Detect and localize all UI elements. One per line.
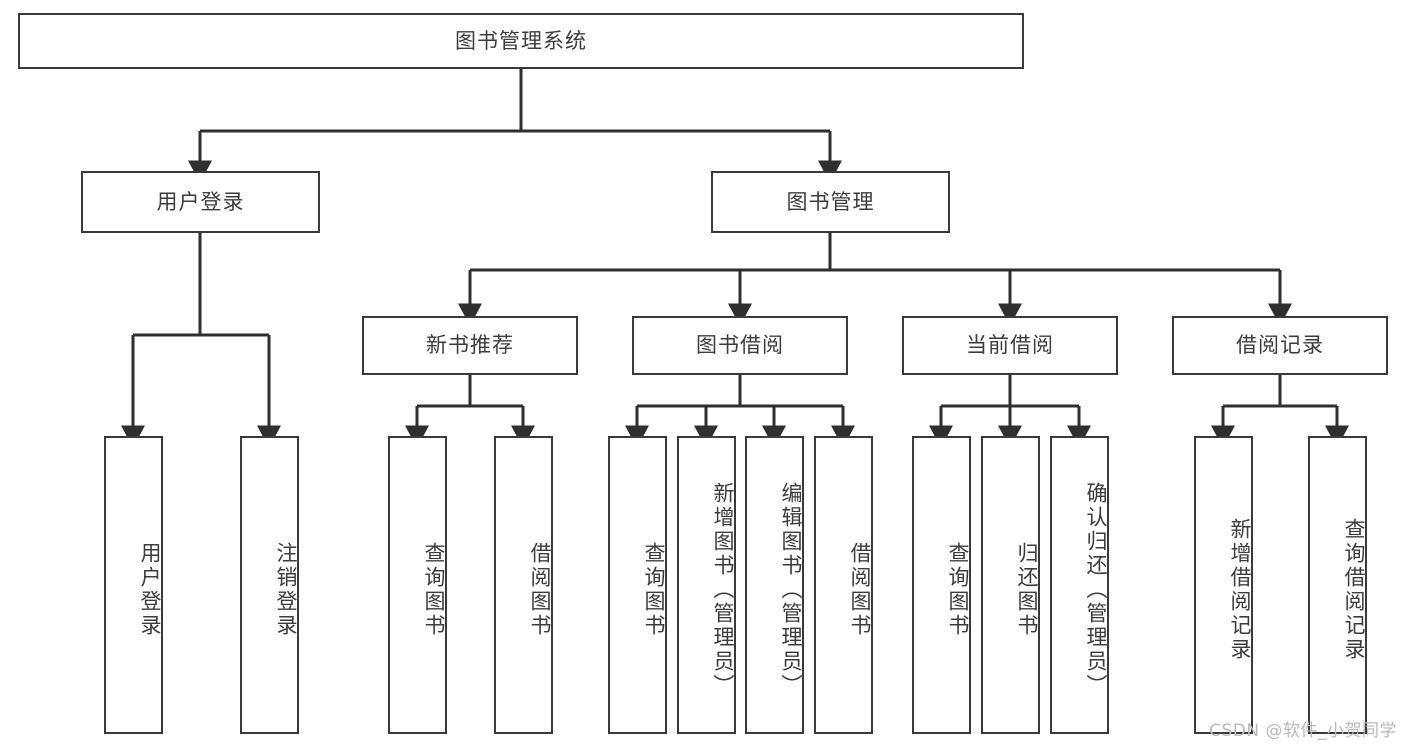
node-leaf-borrow-record-1[interactable]: 新增借阅记录 bbox=[1194, 436, 1253, 734]
node-leaf-user-login-2-label: 注销登录 bbox=[274, 542, 298, 638]
node-current-borrow-label: 当前借阅 bbox=[966, 333, 1054, 357]
node-user-login-label: 用户登录 bbox=[156, 189, 245, 214]
node-root[interactable]: 图书管理系统 bbox=[18, 13, 1024, 69]
node-book-manage-label: 图书管理 bbox=[786, 189, 875, 214]
node-leaf-user-login-1[interactable]: 用户登录 bbox=[104, 436, 163, 734]
node-new-book-rec[interactable]: 新书推荐 bbox=[362, 316, 578, 375]
node-leaf-new-book-rec-2-label: 借阅图书 bbox=[528, 542, 552, 638]
node-leaf-book-borrow-3[interactable]: 编辑图书（管理员） bbox=[745, 436, 804, 734]
node-leaf-borrow-record-1-label: 新增借阅记录 bbox=[1228, 518, 1252, 662]
node-leaf-new-book-rec-1[interactable]: 查询图书 bbox=[388, 436, 447, 734]
node-leaf-book-borrow-4[interactable]: 借阅图书 bbox=[814, 436, 873, 734]
node-leaf-borrow-record-2[interactable]: 查询借阅记录 bbox=[1308, 436, 1367, 734]
node-leaf-new-book-rec-1-label: 查询图书 bbox=[422, 542, 446, 638]
node-leaf-current-borrow-2-label: 归还图书 bbox=[1015, 542, 1039, 638]
node-leaf-book-borrow-1-label: 查询图书 bbox=[642, 542, 666, 638]
node-leaf-borrow-record-2-label: 查询借阅记录 bbox=[1342, 518, 1366, 662]
node-root-label: 图书管理系统 bbox=[455, 28, 587, 53]
node-current-borrow[interactable]: 当前借阅 bbox=[902, 316, 1118, 375]
node-leaf-book-borrow-2[interactable]: 新增图书（管理员） bbox=[677, 436, 736, 734]
node-leaf-book-borrow-4-label: 借阅图书 bbox=[848, 542, 872, 638]
node-leaf-current-borrow-3-label: 确认归还（管理员） bbox=[1084, 482, 1108, 698]
node-user-login[interactable]: 用户登录 bbox=[81, 171, 320, 233]
node-leaf-current-borrow-3[interactable]: 确认归还（管理员） bbox=[1050, 436, 1109, 734]
node-new-book-rec-label: 新书推荐 bbox=[426, 333, 514, 357]
node-leaf-user-login-2[interactable]: 注销登录 bbox=[240, 436, 299, 734]
node-leaf-book-borrow-2-label: 新增图书（管理员） bbox=[711, 482, 735, 698]
node-leaf-book-borrow-3-label: 编辑图书（管理员） bbox=[779, 482, 803, 698]
node-borrow-record-label: 借阅记录 bbox=[1236, 333, 1324, 357]
node-leaf-new-book-rec-2[interactable]: 借阅图书 bbox=[494, 436, 553, 734]
node-leaf-current-borrow-1[interactable]: 查询图书 bbox=[912, 436, 971, 734]
node-borrow-record[interactable]: 借阅记录 bbox=[1172, 316, 1388, 375]
node-leaf-user-login-1-label: 用户登录 bbox=[138, 542, 162, 638]
node-book-borrow[interactable]: 图书借阅 bbox=[632, 316, 848, 375]
node-leaf-current-borrow-1-label: 查询图书 bbox=[946, 542, 970, 638]
node-leaf-book-borrow-1[interactable]: 查询图书 bbox=[608, 436, 667, 734]
node-book-manage[interactable]: 图书管理 bbox=[711, 171, 950, 233]
node-leaf-current-borrow-2[interactable]: 归还图书 bbox=[981, 436, 1040, 734]
node-book-borrow-label: 图书借阅 bbox=[696, 333, 784, 357]
